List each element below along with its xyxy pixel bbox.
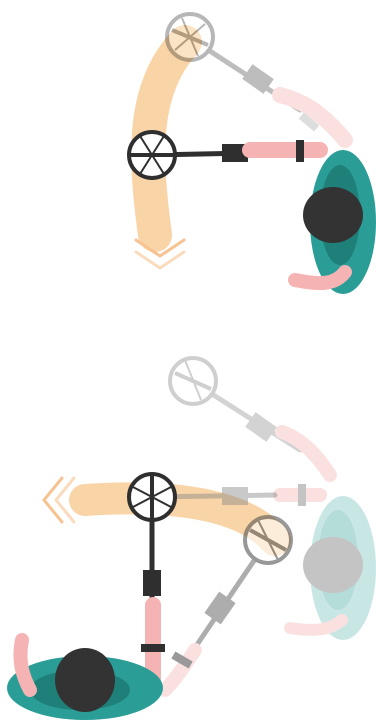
lower-arm xyxy=(13,633,37,697)
metal-detector xyxy=(127,130,253,180)
head xyxy=(55,648,115,712)
ghost-arm xyxy=(272,87,353,148)
lower-arm xyxy=(288,265,352,291)
sweep-forward-illustration xyxy=(127,12,376,294)
wrist-band xyxy=(296,140,304,162)
sweep-path xyxy=(131,25,202,252)
ghost-wrist-band xyxy=(171,651,193,669)
ghost-person xyxy=(273,425,376,640)
sweep-sideways-illustration xyxy=(7,356,376,720)
ghost-wrist-band xyxy=(298,112,320,132)
chevron-down-icon xyxy=(134,238,186,270)
ghost-arm xyxy=(158,643,202,697)
head xyxy=(303,187,363,243)
wrist-band xyxy=(141,644,165,652)
person xyxy=(7,633,163,720)
metal-detector xyxy=(127,472,177,603)
ghost-detector-right xyxy=(187,515,293,658)
chevron-left-icon xyxy=(42,476,76,524)
person xyxy=(288,150,376,294)
